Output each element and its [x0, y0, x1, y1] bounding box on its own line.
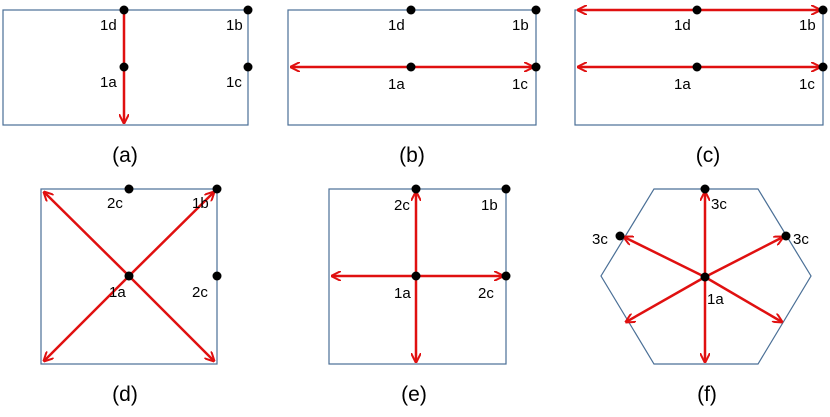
- site-label: 1c: [799, 76, 815, 93]
- site-dot: [406, 62, 416, 72]
- site-dot: [212, 271, 222, 281]
- site-label: 1d: [100, 17, 117, 34]
- site-label: 1a: [674, 76, 691, 93]
- panel-b: 1d 1b 1a 1c (b): [287, 5, 541, 167]
- site-dot: [700, 184, 710, 194]
- site-dot: [243, 5, 253, 15]
- site-dot: [124, 271, 134, 281]
- site-dot: [501, 184, 511, 194]
- panel-caption: (c): [696, 144, 721, 167]
- panel-caption: (f): [697, 383, 717, 406]
- site-label: 1a: [109, 284, 126, 301]
- site-dot: [818, 62, 828, 72]
- site-label: 2c: [478, 285, 494, 302]
- site-label: 1a: [707, 291, 724, 308]
- panel-caption: (b): [399, 144, 425, 167]
- site-label: 1a: [394, 285, 411, 302]
- site-label: 1a: [388, 76, 405, 93]
- panel-c: 1d 1b 1a 1c (c): [574, 5, 828, 167]
- site-dot: [406, 5, 416, 15]
- site-label: 2c: [192, 284, 208, 301]
- site-label: 1b: [799, 17, 816, 34]
- site-label: 1b: [512, 17, 529, 34]
- panel-caption: (a): [112, 144, 138, 167]
- site-label: 1c: [226, 74, 242, 91]
- arrow: [44, 192, 130, 277]
- site-dot: [781, 231, 791, 241]
- panel-f: 3c 3c 3c 1a (f): [592, 184, 812, 406]
- site-label: 1b: [226, 17, 243, 34]
- panel-e: 2c 1b 1a 2c (e): [328, 184, 511, 406]
- site-label: 3c: [592, 231, 608, 248]
- site-dot: [501, 271, 511, 281]
- site-dot: [692, 62, 702, 72]
- site-dot: [531, 62, 541, 72]
- site-dot: [119, 62, 129, 72]
- panel-caption: (e): [401, 383, 427, 406]
- site-label: 2c: [394, 197, 410, 214]
- arrow: [704, 237, 783, 279]
- site-dot: [700, 272, 710, 282]
- site-label: 2c: [107, 195, 123, 212]
- site-label: 1d: [674, 17, 691, 34]
- arrow: [128, 192, 214, 277]
- site-label: 1b: [481, 197, 498, 214]
- site-dot: [692, 5, 702, 15]
- arrow: [704, 275, 782, 322]
- site-dot: [411, 271, 421, 281]
- hexagonal-cell-outline: [600, 188, 812, 365]
- arrow: [626, 275, 706, 322]
- panel-a: 1d 1b 1a 1c (a): [2, 5, 253, 167]
- site-label: 1d: [388, 17, 405, 34]
- site-dot: [531, 5, 541, 15]
- site-dot: [818, 5, 828, 15]
- site-dot: [119, 5, 129, 15]
- arrow: [128, 275, 214, 361]
- panel-d: 2c 1b 1a 2c (d): [40, 184, 222, 406]
- site-label: 1c: [512, 76, 528, 93]
- site-dot: [212, 184, 222, 194]
- panel-caption: (d): [112, 383, 138, 406]
- site-label: 1b: [192, 195, 209, 212]
- site-label: 1a: [100, 74, 117, 91]
- site-label: 3c: [711, 196, 727, 213]
- site-dot: [411, 184, 421, 194]
- site-label: 3c: [793, 231, 809, 248]
- site-dot: [243, 62, 253, 72]
- site-dot: [124, 184, 134, 194]
- arrow: [44, 275, 130, 361]
- arrow: [624, 237, 706, 279]
- site-dot: [615, 231, 625, 241]
